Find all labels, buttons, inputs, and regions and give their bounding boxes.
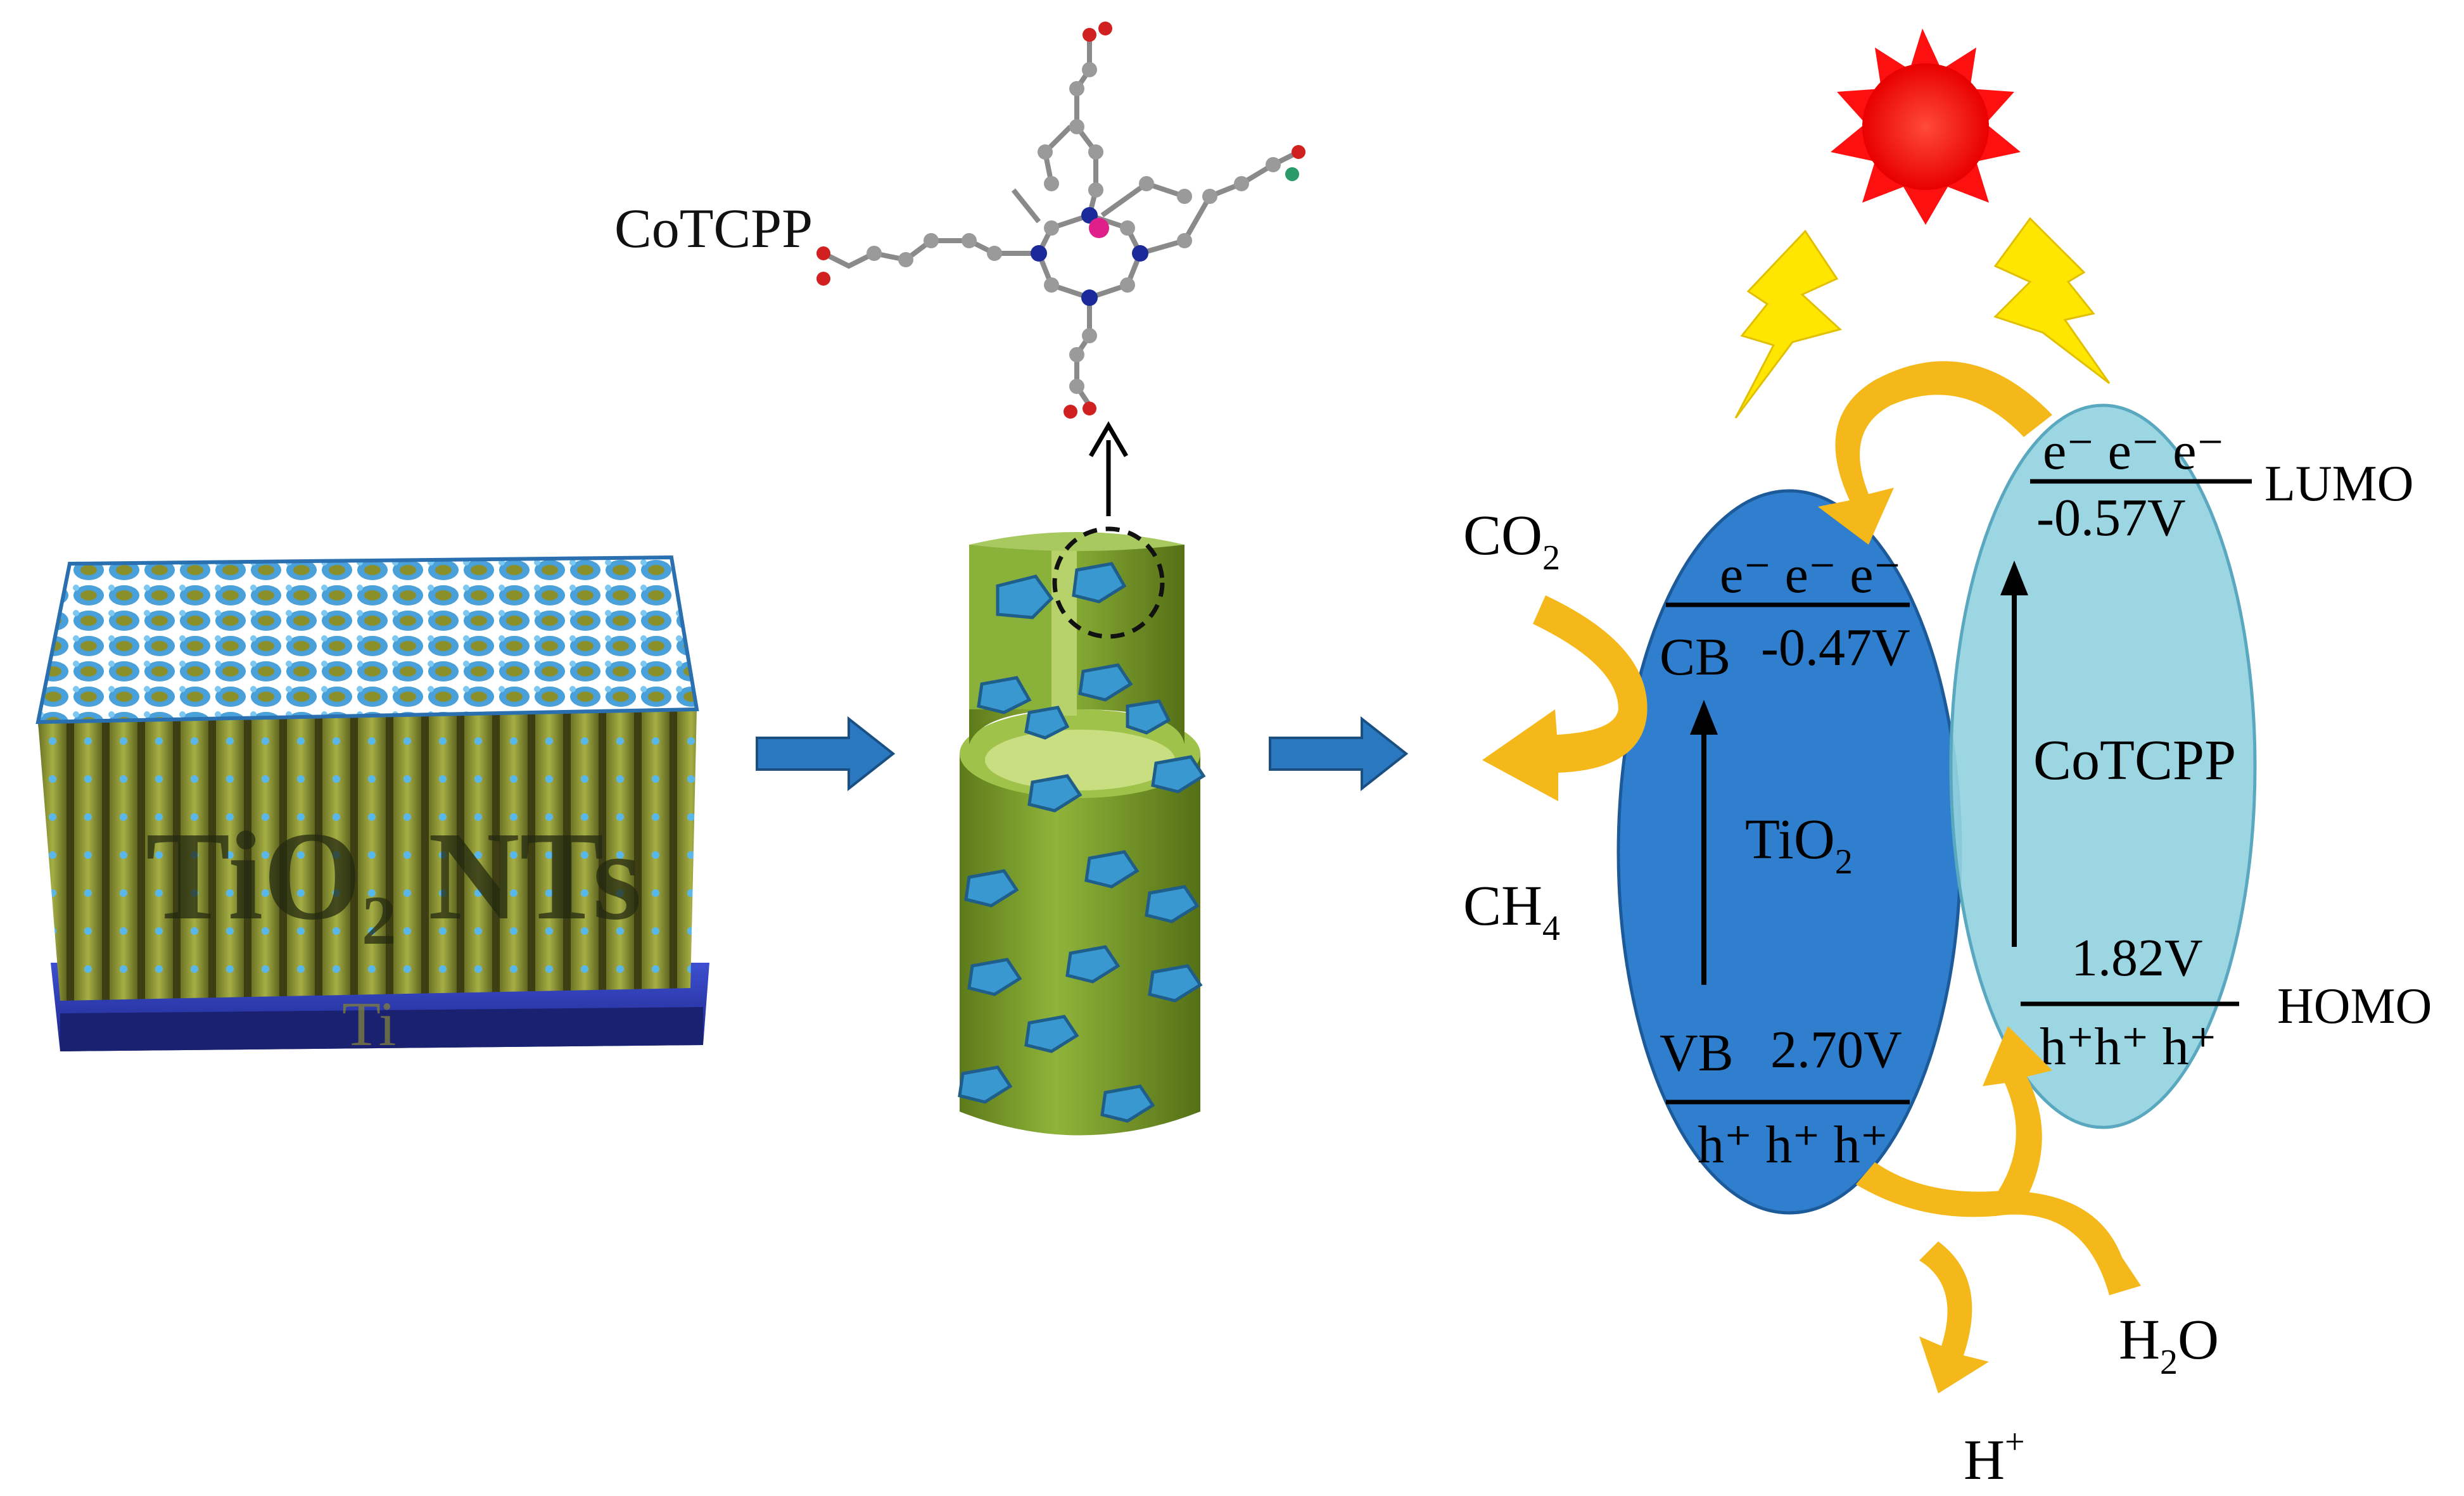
cotcpp-particles	[958, 562, 1206, 1123]
flow-arrows	[1482, 361, 2141, 1393]
electron-transfer-arrow	[1818, 361, 2052, 545]
cotcpp-molecule: CoTCPP	[614, 22, 1305, 419]
tio2-vb-holes: h⁺ h⁺ h⁺	[1698, 1115, 1888, 1174]
tio2-cb-electrons: e⁻ e⁻ e⁻	[1720, 545, 1902, 604]
ch4-label: CH4	[1463, 875, 1560, 948]
cotcpp-lumo-potential: -0.57V	[2036, 488, 2186, 547]
lumo-label: LUMO	[2264, 456, 2414, 512]
co2-reduction-arrow	[1482, 595, 1648, 801]
right-arrow-icon	[756, 716, 896, 792]
cotcpp-homo-holes: h⁺h⁺ h⁺	[2040, 1017, 2217, 1076]
tio2-nts-label: TiO2 NTs	[146, 806, 642, 959]
homo-label: HOMO	[2277, 979, 2432, 1034]
cotcpp-molecule-label: CoTCPP	[614, 198, 813, 260]
highlight-circle	[1052, 526, 1165, 639]
right-arrow-icon	[1269, 716, 1409, 792]
excitation-arrow-icon	[2000, 561, 2028, 595]
process-arrow-1	[756, 716, 896, 792]
water-oxidation-arrow	[1856, 1162, 2141, 1295]
single-nanotube	[958, 421, 1206, 1136]
lightning-bolt-icon	[1734, 229, 1843, 419]
excitation-arrow-icon	[1690, 700, 1718, 735]
cotcpp-ellipse	[1949, 403, 2257, 1129]
tio2-vb-potential: 2.70V	[1770, 1020, 1902, 1079]
tio2-cb-potential: -0.47V	[1761, 618, 1910, 677]
proton-release-arrow	[1919, 1241, 1989, 1393]
nanotube-bodies	[38, 709, 697, 1001]
tio2-band-label: TiO2	[1745, 808, 1853, 882]
tio2-vb-label: VB	[1660, 1024, 1734, 1082]
cotcpp-band-label: CoTCPP	[2033, 729, 2236, 792]
nanotube-tops	[35, 555, 699, 725]
cotcpp-homo-potential: 1.82V	[2071, 929, 2203, 987]
tio2-nanotube-array: TiO2 NTs Ti	[35, 555, 709, 1059]
lightning-bolt-icon	[1993, 217, 2111, 384]
co2-label: CO2	[1463, 504, 1560, 578]
sun-icon	[1831, 29, 2021, 225]
hole-transfer-arrow	[1983, 1026, 2052, 1203]
h2o-label: H2O	[2119, 1309, 2219, 1382]
cotcpp-lumo-electrons: e⁻ e⁻ e⁻	[2043, 422, 2225, 481]
ti-substrate-label: Ti	[342, 989, 396, 1059]
up-arrow-icon	[1088, 421, 1129, 457]
process-arrow-2	[1269, 716, 1409, 792]
tio2-cb-label: CB	[1660, 628, 1731, 687]
hplus-label: H+	[1964, 1423, 2025, 1492]
